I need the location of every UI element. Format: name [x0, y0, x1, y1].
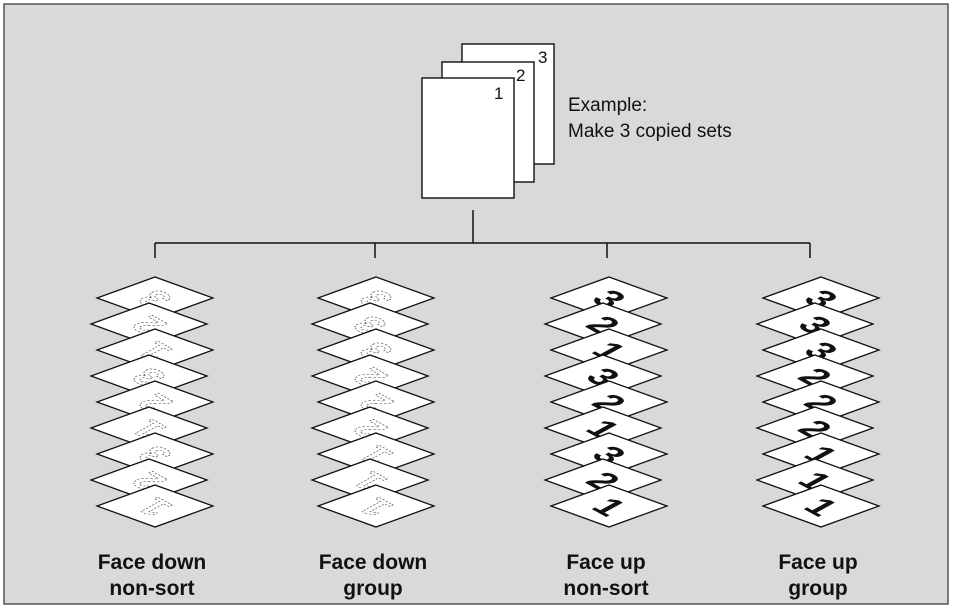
caption-line-1: Face up	[566, 551, 645, 574]
source-page-2-number: 2	[516, 66, 525, 85]
caption-line-2: non-sort	[563, 577, 648, 600]
output-sheet: 1	[89, 406, 209, 450]
original-document-pages: 3 2 1	[421, 43, 555, 199]
caption-line-2: group	[343, 577, 402, 600]
output-sheet: 3	[761, 276, 881, 320]
caption-face-up-group: Face up group	[778, 551, 857, 600]
example-label: Example:	[568, 95, 647, 116]
sheet-outline	[549, 484, 669, 528]
output-sheet: 2	[89, 302, 209, 346]
output-sheet: 1	[316, 484, 436, 528]
output-sheet: 3	[755, 302, 875, 346]
caption-face-down-non-sort: Face down non-sort	[98, 551, 207, 600]
output-sheet: 2	[761, 380, 881, 424]
caption-line-1: Face up	[778, 551, 857, 574]
output-sheet: 3	[310, 302, 430, 346]
source-page-1-number: 1	[494, 84, 503, 103]
output-sheet: 2	[543, 458, 663, 502]
caption-line-1: Face down	[319, 551, 428, 574]
caption-face-up-non-sort: Face up non-sort	[563, 551, 648, 600]
source-page-3-number: 3	[538, 48, 547, 67]
caption-line-2: group	[788, 577, 847, 600]
caption-line-2: non-sort	[109, 577, 194, 600]
output-sheet: 1	[95, 484, 215, 528]
output-sheet: 3	[761, 328, 881, 372]
output-sheet: 1	[549, 484, 669, 528]
example-description: Make 3 copied sets	[568, 121, 732, 142]
caption-face-down-group: Face down group	[319, 551, 428, 600]
output-sheet: 2	[95, 380, 215, 424]
connector-tree	[154, 210, 811, 258]
source-page-1: 1	[421, 77, 515, 199]
output-sheet: 3	[316, 276, 436, 320]
caption-line-1: Face down	[98, 551, 207, 574]
sheet-outline	[316, 484, 436, 528]
output-sheet: 1	[761, 484, 881, 528]
sheet-outline	[761, 484, 881, 528]
sheet-outline	[95, 484, 215, 528]
